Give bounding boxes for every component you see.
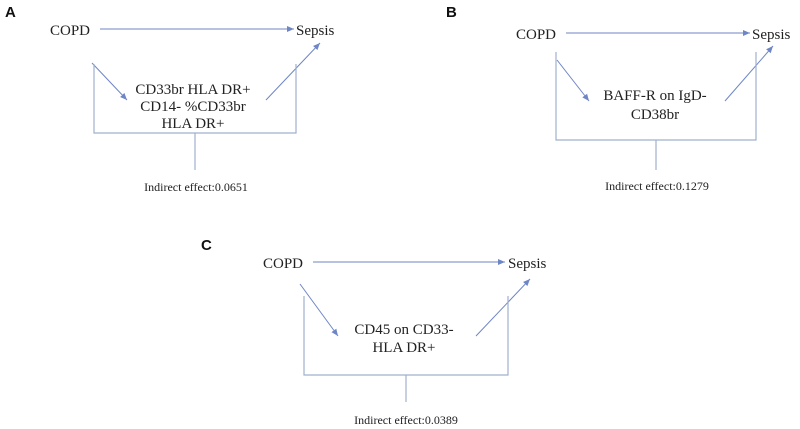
exposure-label: COPD xyxy=(50,23,90,39)
indirect-effect-label: Indirect effect:0.0389 xyxy=(354,413,458,427)
exposure-label: COPD xyxy=(516,27,556,43)
mediator-line-3: HLA DR+ xyxy=(161,116,224,132)
indirect-effect-label: Indirect effect:0.1279 xyxy=(605,179,709,193)
panel-letter: B xyxy=(446,4,457,21)
panel-c: C COPD Sepsis CD45 on CD33- HLA DR+ Indi… xyxy=(201,237,547,427)
outcome-label: Sepsis xyxy=(508,256,547,272)
mediator-to-outcome-arrow xyxy=(475,278,531,337)
mediator-line-1: BAFF-R on IgD- xyxy=(603,88,706,104)
panel-letter: C xyxy=(201,237,212,254)
mediator-to-outcome-arrow xyxy=(265,42,321,101)
mediator-to-outcome-arrow xyxy=(724,45,774,102)
exposure-label: COPD xyxy=(263,256,303,272)
mediator-line-1: CD33br HLA DR+ xyxy=(135,82,250,98)
outcome-label: Sepsis xyxy=(752,27,791,43)
panel-letter: A xyxy=(5,4,16,21)
outcome-label: Sepsis xyxy=(296,23,335,39)
exposure-to-mediator-arrow xyxy=(556,59,590,102)
mediator-line-2: HLA DR+ xyxy=(372,340,435,356)
mediator-line-2: CD38br xyxy=(631,107,679,123)
exposure-to-mediator-arrow xyxy=(91,62,128,101)
mediator-line-2: CD14- %CD33br xyxy=(140,99,245,115)
mediator-line-1: CD45 on CD33- xyxy=(354,322,453,338)
indirect-effect-label: Indirect effect:0.0651 xyxy=(144,180,248,194)
exposure-to-mediator-arrow xyxy=(299,283,339,337)
panel-b: B COPD Sepsis BAFF-R on IgD- CD38br Indi… xyxy=(446,4,791,193)
panel-a: A COPD Sepsis CD33br HLA DR+ CD14- %CD33… xyxy=(5,4,335,194)
